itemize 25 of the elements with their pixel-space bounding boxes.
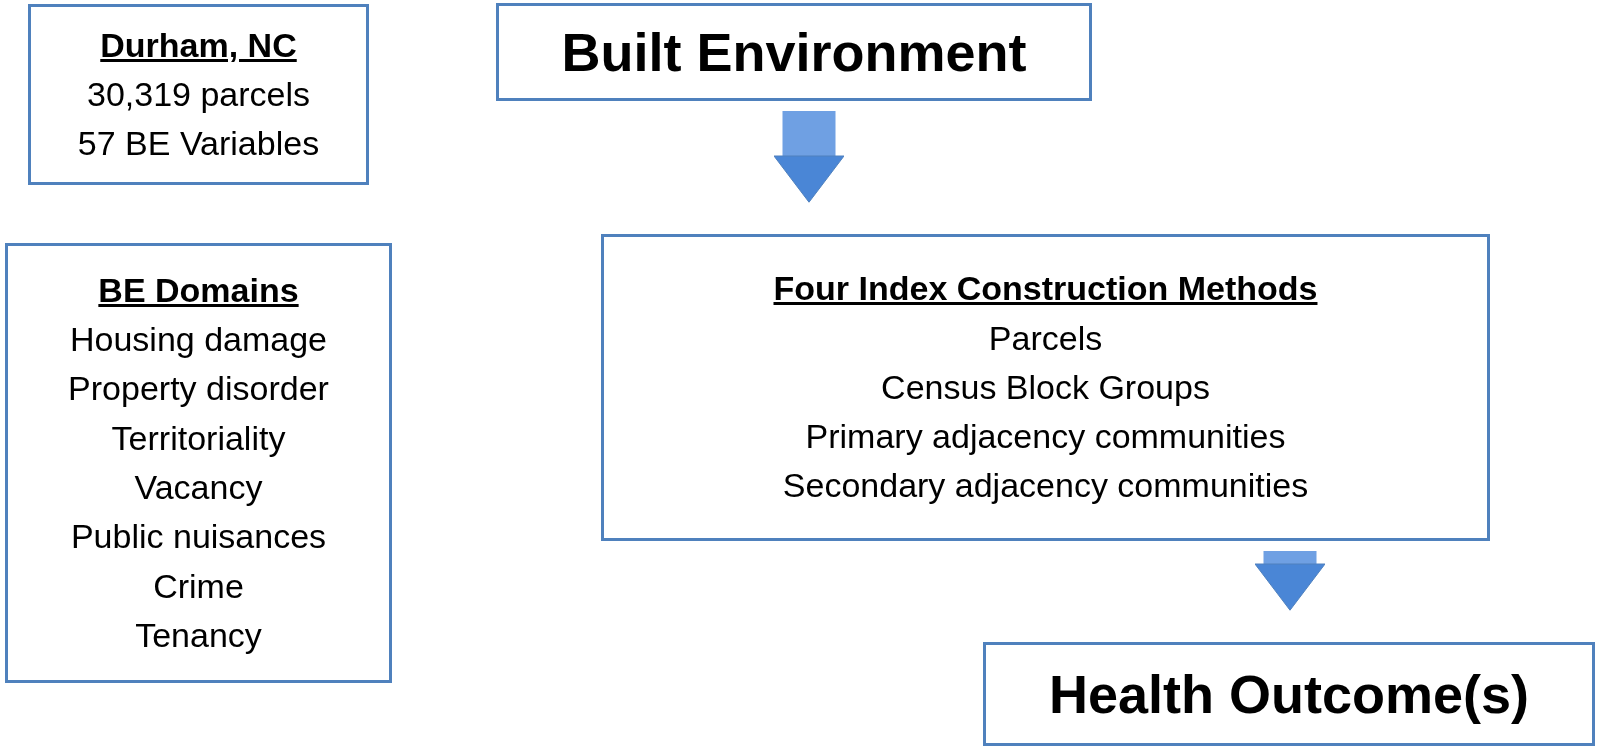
text-box [496,3,1092,101]
heading: Four Index Construction Methods [773,268,1318,310]
text-box [983,642,1595,746]
list-item: Territoriality [111,417,286,459]
title-text: Health Outcome(s) [1048,662,1530,726]
text-box [28,4,369,185]
list-item: 30,319 parcels [86,73,310,115]
list-item: Secondary adjacency communities [782,465,1309,507]
list-item: Parcels [988,317,1103,359]
list-item: Vacancy [134,467,263,508]
block-arrow [1254,551,1326,611]
text-box [5,243,392,683]
list-item: Census Block Groups [881,366,1210,408]
heading: Durham, NC [100,24,297,66]
text-box [601,234,1490,541]
list-item: Primary adjacency communities [805,416,1286,458]
list-item: Public nuisances [70,516,327,558]
list-item: Property disorder [68,368,329,410]
list-item: Crime [153,565,244,607]
block-arrow [773,111,845,203]
list-item: Tenancy [135,614,262,656]
heading: BE Domains [98,269,299,311]
list-item: Housing damage [69,319,328,361]
list-item: 57 BE Variables [77,123,320,165]
title-text: Built Environment [561,20,1027,84]
